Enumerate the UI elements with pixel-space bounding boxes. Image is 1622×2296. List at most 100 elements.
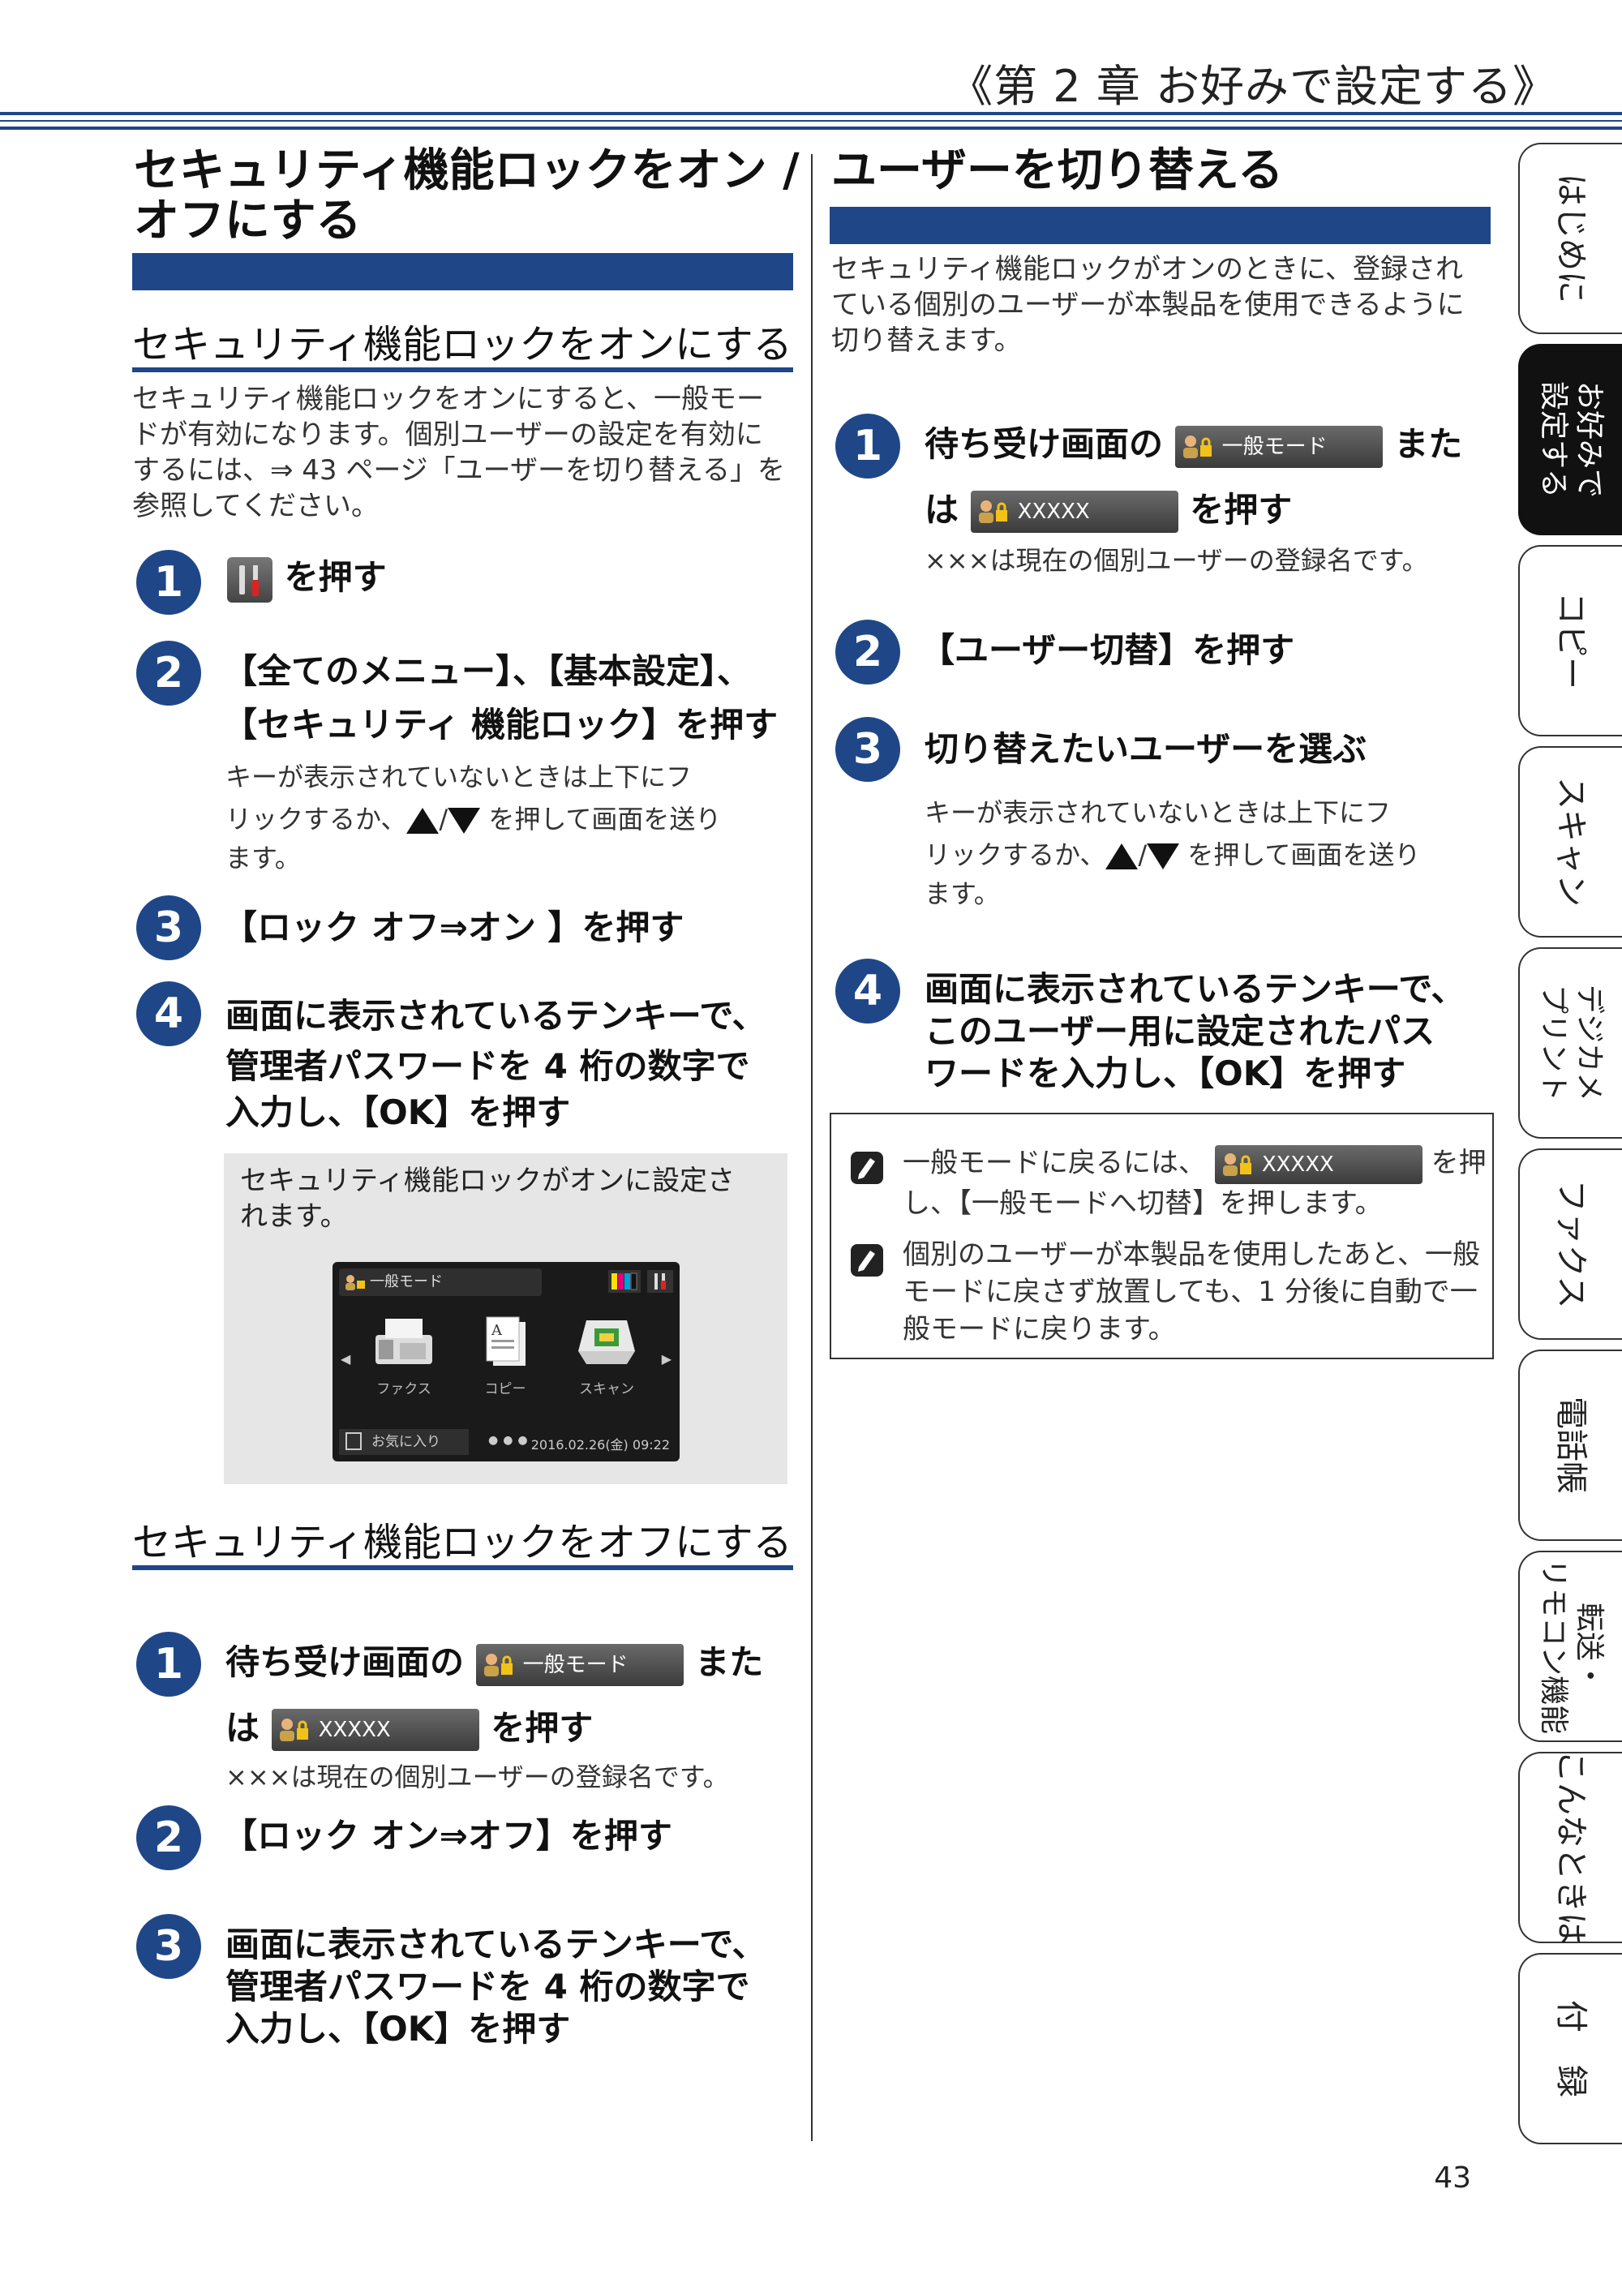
step-number: 1 [835,414,900,479]
step-4: 画面に表示されているテンキーで、 管理者パスワードを 4 桁の数字で 入力し、【… [225,996,766,1132]
step-number: 3 [835,717,900,782]
touch-screen: 一般モード ◀ ▶ ファクス A コピー スキャン お気に入り ●●● 2016… [333,1262,680,1461]
tab-phonebook[interactable]: 電話帳 [1518,1350,1622,1541]
section-title: セキュリティ機能ロックをオン / オフにする [134,146,807,247]
switch-step-2: 【ユーザー切替】を押す [920,630,1295,670]
tab-label: 転送・リモコン機能 [1537,1558,1606,1735]
switch-step-1-note: ×××は現在の個別ユーザーの登録名です。 [925,545,1428,576]
tab-copy[interactable]: コピー [1518,545,1622,736]
section-title-switch-user: ユーザーを切り替える [831,144,1284,197]
step-2: 【全てのメニュー】、【基本設定】、 【セキュリティ 機能ロック】を押す [223,651,779,745]
tab-label: コピー [1552,592,1590,689]
step-number: 2 [835,620,900,685]
lock-off-step-1: 待ち受け画面の 一般モード また は XXXXX を押す [225,1640,809,1751]
favorites-button[interactable]: お気に入り [339,1429,469,1455]
arrow-down-icon [1147,843,1180,869]
fax-button[interactable]: ファクス [365,1311,443,1400]
memo-icon [851,1244,883,1277]
arrow-down-icon [448,808,481,834]
lock-off-step-1-note: ×××は現在の個別ユーザーの登録名です。 [225,1762,729,1792]
header-rule [0,127,1622,130]
tab-appendix[interactable]: 付 録 [1518,1953,1622,2144]
user-lock-icon [279,1719,308,1741]
step-number: 2 [136,641,201,706]
subheading-rule [132,1565,793,1570]
settings-tools-icon[interactable] [227,556,272,603]
general-mode-chip[interactable]: 一般モード [1174,425,1383,468]
step-3: 【ロック オフ⇒オン 】を押す [223,908,684,947]
tab-scan[interactable]: スキャン [1518,746,1622,938]
tab-fax[interactable]: ファクス [1518,1148,1622,1340]
user-lock-icon [1222,1152,1251,1176]
page-number: 43 [1434,2161,1471,2195]
step-number: 1 [136,1632,201,1697]
lock-off-step-2: 【ロック オン⇒オフ】を押す [223,1816,672,1856]
switch-step-3-note: キーが表示されていないときは上下にフ リックするか、/ を押して画面を送り ます… [925,797,1421,909]
user-lock-icon [978,500,1007,523]
result-text: セキュリティ機能ロックがオンに設定さ れます。 [240,1165,735,1233]
arrow-up-icon [1105,843,1139,869]
section-title-line: オフにする [134,195,362,247]
ink-icon[interactable] [608,1270,641,1293]
settings-tools-icon[interactable] [647,1270,673,1293]
tab-label: スキャン [1552,777,1590,907]
subheading-lock-off: セキュリティ機能ロックをオフにする [132,1520,792,1565]
page-dots: ●●● [488,1434,533,1447]
copy-icon: A [486,1316,526,1366]
section-bar [132,253,793,290]
tab-label: 付 録 [1552,2000,1590,2097]
user-chip[interactable]: XXXXX [1214,1144,1422,1184]
tab-photo-print[interactable]: デジカメプリント [1518,947,1622,1139]
tab-troubleshooting[interactable]: こんなときは [1518,1750,1622,1945]
tab-label: お好みで設定する [1537,380,1606,499]
step-number: 4 [835,959,900,1024]
subheading-lock-on: セキュリティ機能ロックをオンにする [132,322,792,367]
step-number: 2 [136,1805,201,1870]
tab-label: 電話帳 [1552,1397,1590,1494]
step-number: 4 [136,981,201,1046]
step-number: 1 [136,550,201,615]
tab-introduction[interactable]: はじめに [1518,143,1622,334]
tab-forwarding[interactable]: 転送・リモコン機能 [1518,1551,1622,1742]
fax-icon [375,1319,432,1364]
tab-label: はじめに [1552,174,1590,303]
user-lock-icon [1182,435,1212,458]
subheading-rule [132,367,793,372]
column-divider [811,154,813,2141]
scan-button[interactable]: スキャン [566,1311,647,1400]
scan-icon [578,1320,635,1364]
favorites-icon [345,1432,362,1450]
memo-1: 一般モードに戻るには、 XXXXX を押 し、【一般モードへ切替】を押します。 [903,1144,1487,1223]
tab-label: ファクス [1552,1179,1590,1309]
date-time: 2016.02.26(金) 09:22 [530,1437,670,1453]
step-number: 3 [136,1914,201,1979]
tab-label: こんなときは [1552,1750,1590,1945]
svg-text:A: A [491,1322,503,1339]
switch-user-intro: セキュリティ機能ロックがオンのときに、登録され ている個別のユーザーが本製品を使… [831,253,1465,357]
switch-step-4: 画面に表示されているテンキーで、 このユーザー用に設定されたパス ワードを入力し… [925,969,1465,1093]
section-bar [830,207,1491,244]
copy-button[interactable]: A コピー [466,1311,544,1400]
scroll-left-icon[interactable]: ◀ [341,1351,351,1367]
lock-off-step-3: 画面に表示されているテンキーで、 管理者パスワードを 4 桁の数字で 入力し、【… [225,1925,766,2049]
scroll-right-icon[interactable]: ▶ [661,1351,672,1367]
chapter-title: 《第 2 章 お好みで設定する》 [949,61,1557,112]
mode-indicator[interactable]: 一般モード [339,1268,542,1296]
memo-2: 個別のユーザーが本製品を使用したあと、一般 モードに戻さず放置しても、1 分後に… [903,1238,1480,1345]
section-title-line: セキュリティ機能ロックをオン / [134,144,800,197]
step-number: 3 [136,895,201,960]
arrow-up-icon [406,808,440,834]
header-rule [0,112,1622,115]
user-chip[interactable]: XXXXX [271,1709,479,1751]
user-chip[interactable]: XXXXX [970,491,1178,533]
memo-icon [851,1152,883,1184]
step-2-note: キーが表示されていないときは上下にフ リックするか、/ を押して画面を送り ます… [225,762,722,873]
switch-step-1: 待ち受け画面の 一般モード また は XXXXX を押す [925,422,1508,533]
step-1: を押す [227,555,387,603]
result-box: セキュリティ機能ロックがオンに設定さ れます。 一般モード ◀ ▶ ファクス A… [224,1153,787,1484]
general-mode-chip[interactable]: 一般モード [475,1643,684,1686]
user-lock-icon [483,1653,513,1676]
memo-box: 一般モードに戻るには、 XXXXX を押 し、【一般モードへ切替】を押します。 … [830,1113,1494,1359]
tab-preferences[interactable]: お好みで設定する [1518,344,1622,535]
tab-label: デジカメプリント [1537,984,1606,1102]
